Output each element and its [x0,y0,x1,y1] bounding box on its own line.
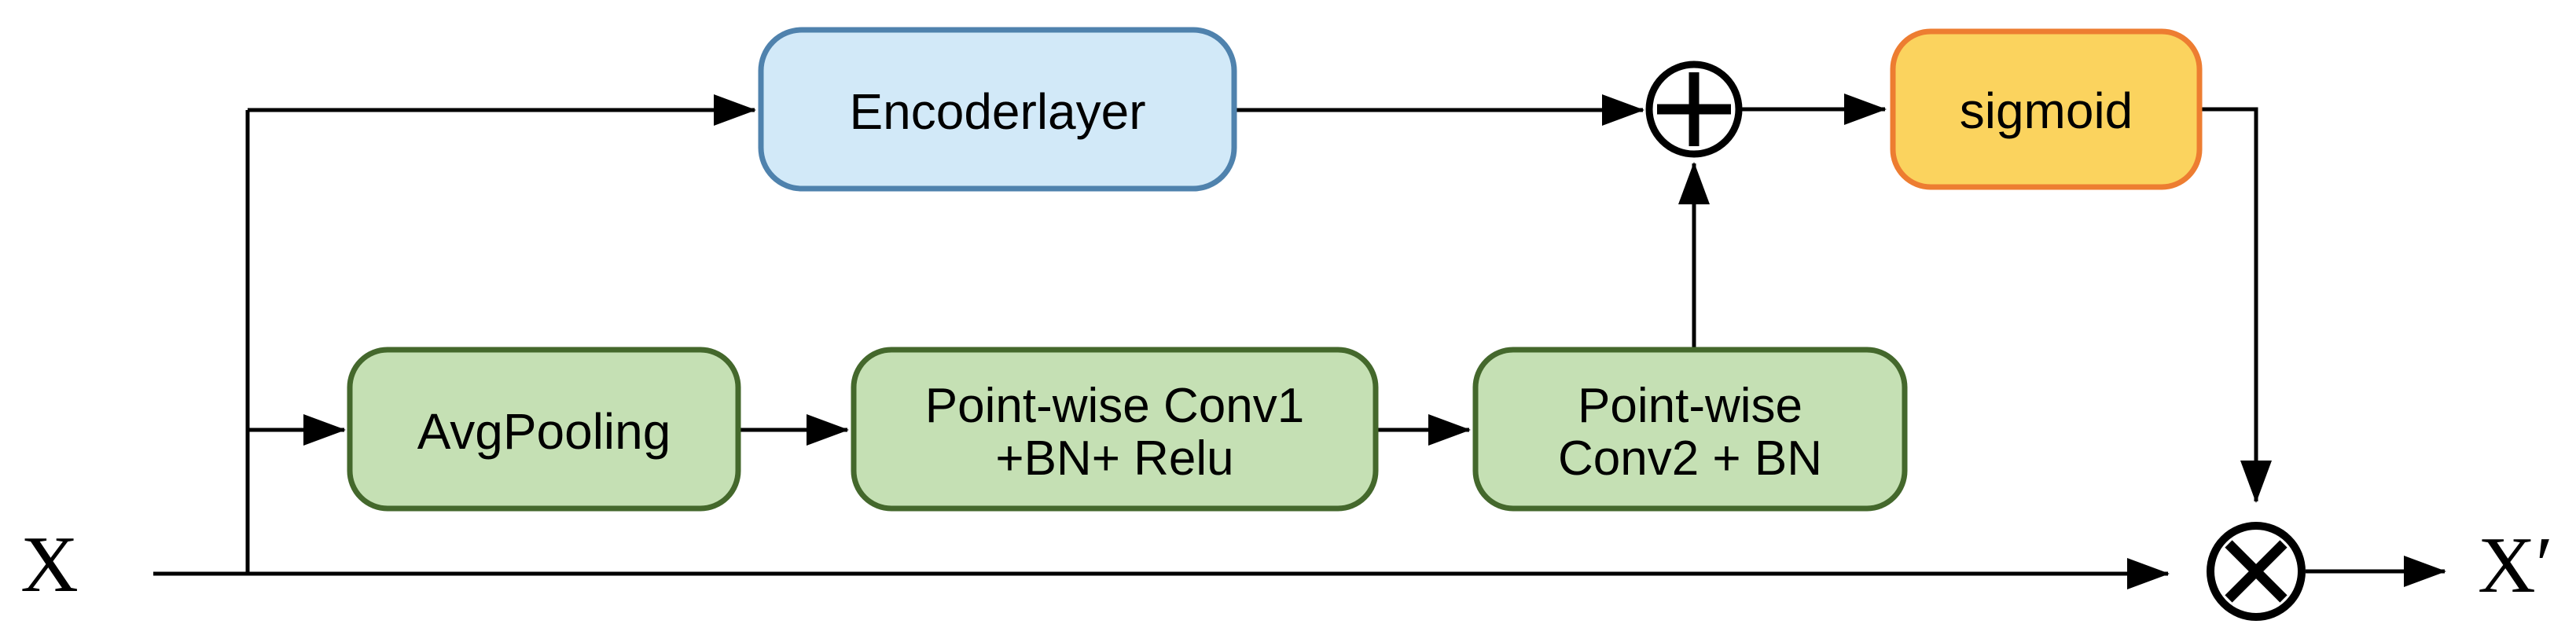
input-variable-label: X [20,520,79,609]
avgpooling-box [347,347,741,512]
times-glyph [2225,540,2288,603]
sigmoid-label: sigmoid [1960,83,2133,139]
sigmoid-box [1890,28,2203,190]
encoder-layer-box [758,27,1237,192]
pointwise-conv1-box [851,347,1379,512]
plus-glyph [1657,72,1731,146]
output-variable-label: X′ [2478,521,2553,610]
pointwise-conv2-label-line2: Conv2 + BN [1558,431,1822,486]
pointwise-conv2-label-line1: Point-wise [1578,379,1802,433]
pointwise-conv2-box [1472,347,1908,512]
circled-plus-icon [1645,61,1743,158]
avgpooling-label: AvgPooling [417,403,671,460]
arrow-sigmoid-to-multiply [2199,107,2272,503]
encoder-layer-label: Encoderlayer [849,83,1145,140]
circled-times-icon [2207,522,2306,621]
pointwise-conv1-label-line2: +BN+ Relu [995,431,1233,486]
pointwise-conv1-label-line1: Point-wise Conv1 [925,379,1304,433]
